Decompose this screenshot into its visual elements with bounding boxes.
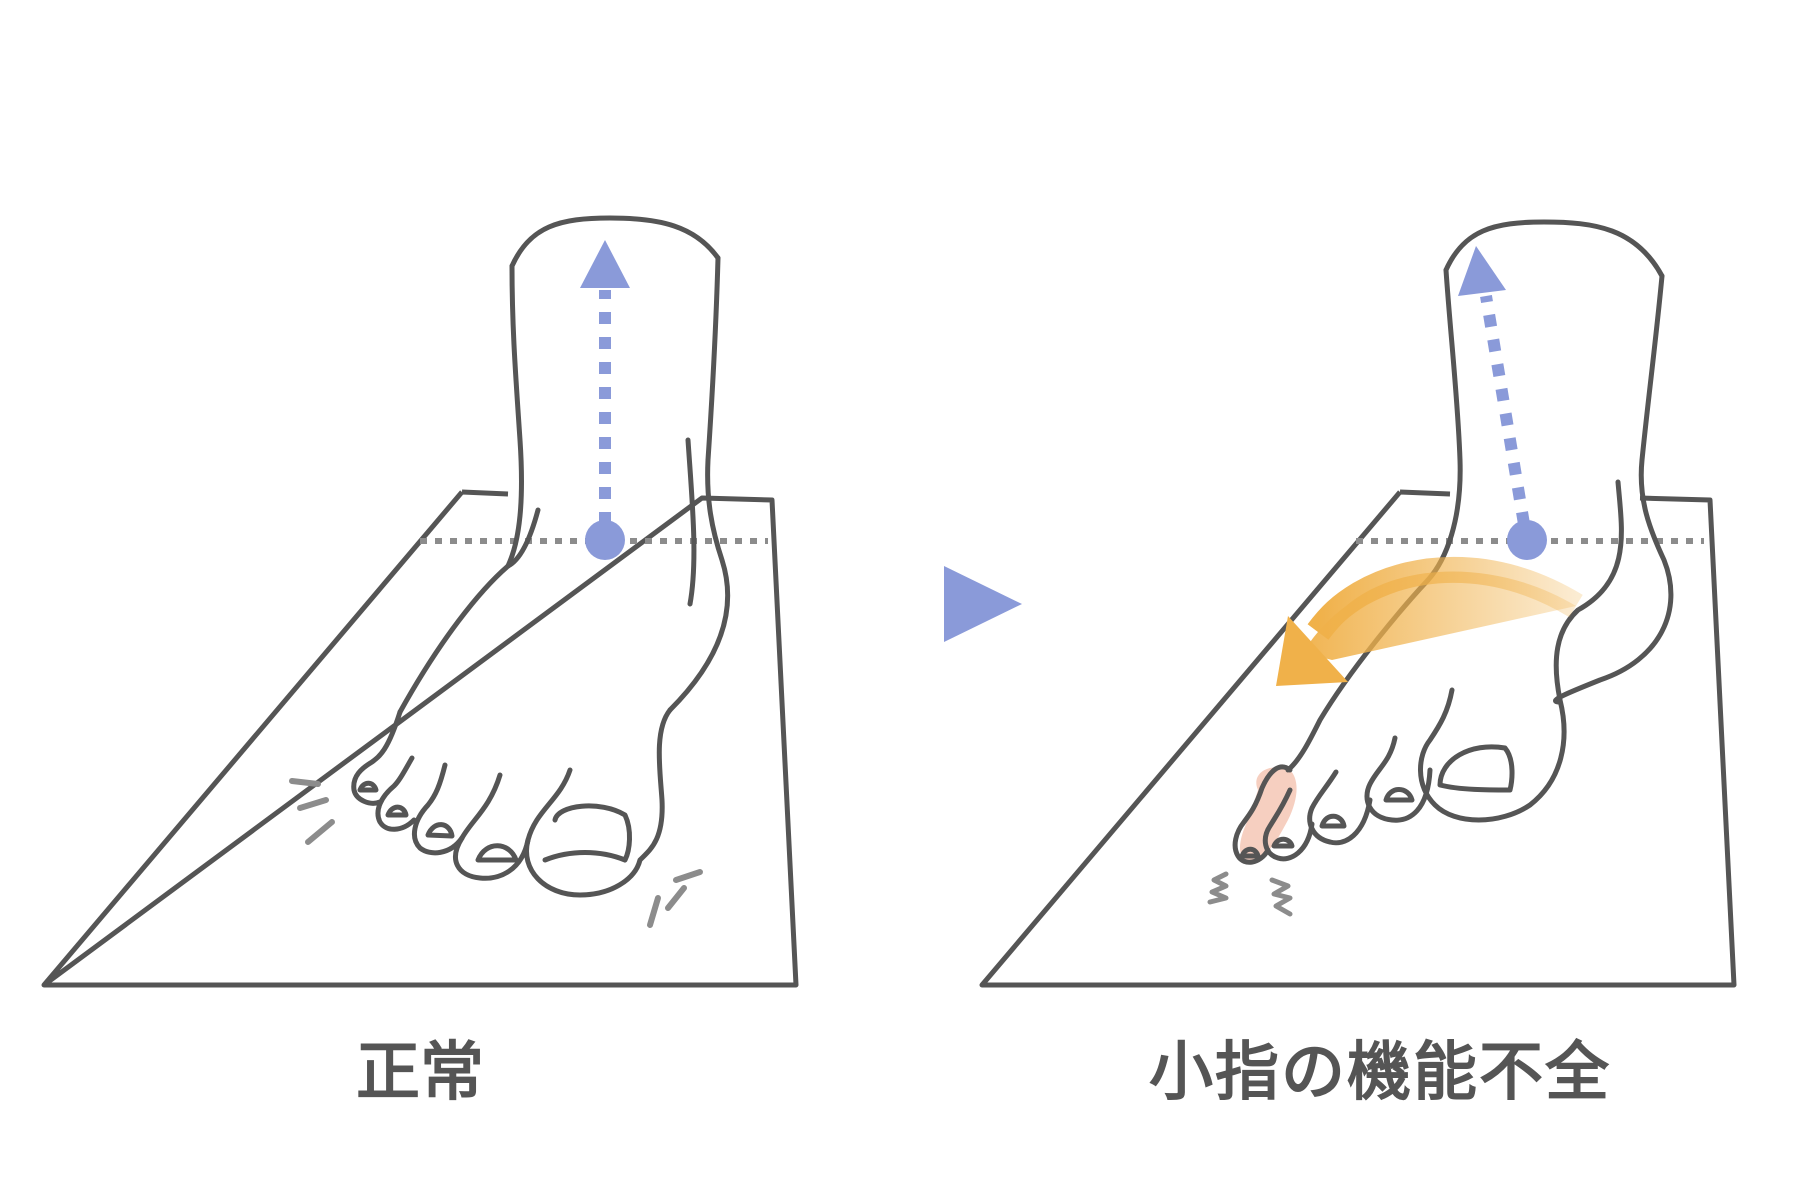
caption-dysfunction: 小指の機能不全 [1149, 1036, 1611, 1110]
floor-plane-right [979, 489, 1737, 988]
caption-normal: 正常 [356, 1036, 484, 1110]
transition-arrow-icon [944, 566, 1022, 642]
normal-foot [351, 215, 731, 898]
normal-foot-panel [41, 215, 799, 988]
instability-icon [1207, 871, 1293, 917]
rotation-arrow-icon [1276, 556, 1583, 686]
vertical-axis-arrow-left [580, 240, 630, 560]
dysfunction-foot [1232, 219, 1674, 865]
pressure-icon [289, 778, 703, 928]
dysfunction-foot-panel [979, 219, 1737, 988]
vertical-axis-arrow-right [1458, 246, 1547, 560]
floor-plane-left [41, 489, 799, 988]
affected-little-toe [1240, 767, 1297, 860]
